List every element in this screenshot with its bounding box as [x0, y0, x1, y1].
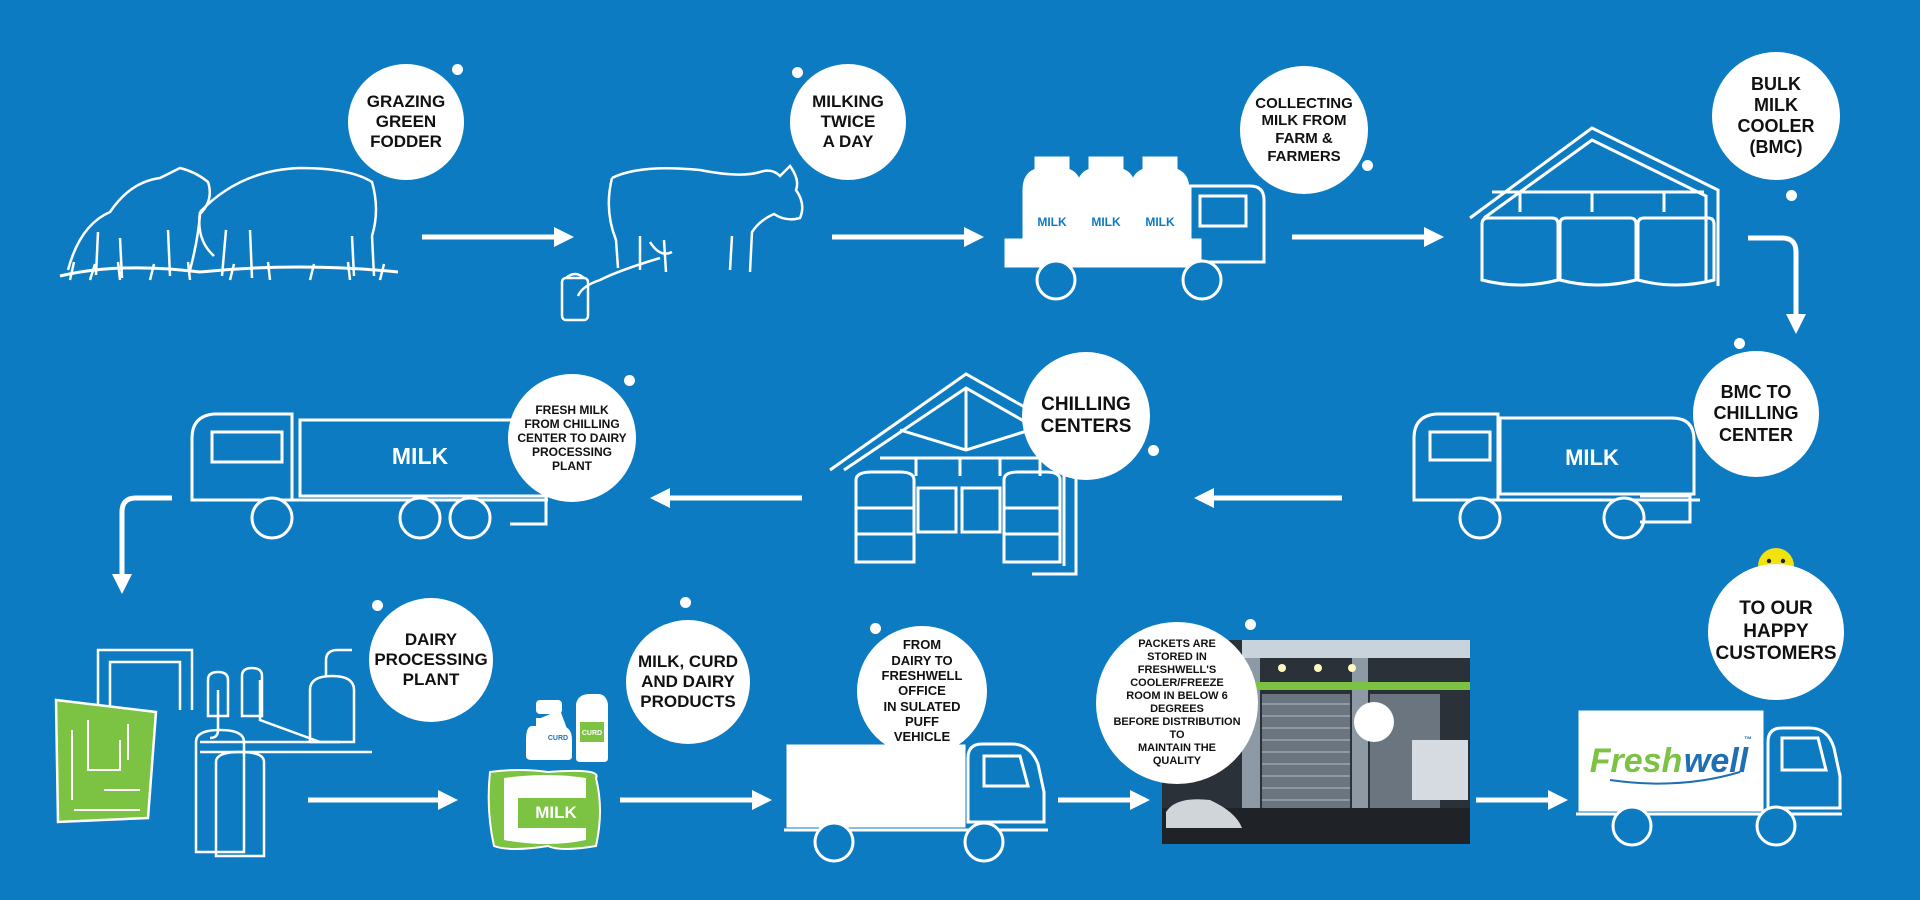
- brand-tm: ™: [1744, 735, 1752, 744]
- milk-can-label: MILK: [1091, 215, 1121, 229]
- milk-can-label: MILK: [1145, 215, 1175, 229]
- step-label: FRESH MILK FROM CHILLING CENTER TO DAIRY…: [517, 402, 627, 474]
- step-bubble-fresh-milk: FRESH MILK FROM CHILLING CENTER TO DAIRY…: [508, 374, 636, 502]
- tanker-label: MILK: [392, 443, 449, 469]
- tanker-label: MILK: [1565, 445, 1619, 470]
- accent-dot: [792, 67, 803, 78]
- accent-dot: [1245, 619, 1256, 630]
- step-label: GRAZING GREEN FODDER: [366, 91, 446, 152]
- processing-plant-icon: [96, 648, 372, 858]
- map-panel-icon: [54, 698, 158, 824]
- accent-dot: [372, 600, 383, 611]
- truck-icon: [1576, 710, 1842, 847]
- accent-dot: [680, 597, 691, 608]
- step-bubble-collecting: COLLECTING MILK FROM FARM & FARMERS: [1240, 66, 1368, 194]
- truck-icon: [784, 742, 1048, 863]
- brand-name-a: Fresh: [1590, 742, 1683, 780]
- accent-dot: [624, 375, 635, 386]
- step-bubble-milking: MILKING TWICE A DAY: [790, 64, 906, 180]
- step-bubble-storage: PACKETS ARE STORED IN FRESHWELL'S COOLER…: [1096, 622, 1258, 784]
- step-label: BMC TO CHILLING CENTER: [1713, 382, 1799, 445]
- step-bubble-chilling: CHILLING CENTERS: [1022, 352, 1150, 480]
- step-bubble-transport: FROM DAIRY TO FRESHWELL OFFICE IN SULATE…: [857, 626, 987, 756]
- accent-dot: [870, 623, 881, 634]
- accent-dot: [1148, 445, 1159, 456]
- milk-can-label: MILK: [1037, 215, 1067, 229]
- step-bubble-products: MILK, CURD AND DAIRY PRODUCTS: [626, 620, 750, 744]
- milk-can-icon: [1022, 156, 1190, 240]
- accent-dot: [1362, 160, 1373, 171]
- step-label: CHILLING CENTERS: [1040, 393, 1132, 437]
- step-bubble-dairy-plant: DAIRY PROCESSING PLANT: [369, 598, 493, 722]
- step-label: FROM DAIRY TO FRESHWELL OFFICE IN SULATE…: [881, 637, 963, 745]
- milk-packet-icon: [487, 694, 608, 850]
- packet-label: MILK: [535, 803, 577, 822]
- step-bubble-grazing: GRAZING GREEN FODDER: [348, 64, 464, 180]
- arrow-icon: [112, 495, 172, 594]
- tanker-icon: [1412, 412, 1700, 540]
- cooler-building-icon: [1469, 126, 1720, 287]
- step-bubble-customers: TO OUR HAPPY CUSTOMERS: [1708, 564, 1844, 700]
- step-label: COLLECTING MILK FROM FARM & FARMERS: [1255, 94, 1353, 165]
- step-label: TO OUR HAPPY CUSTOMERS: [1715, 598, 1837, 665]
- step-label: PACKETS ARE STORED IN FRESHWELL'S COOLER…: [1113, 638, 1241, 767]
- cow-icon: [560, 164, 804, 322]
- step-label: BULK MILK COOLER (BMC): [1737, 73, 1815, 158]
- cow-icon: [59, 166, 399, 281]
- curd-small-label: CURD: [548, 735, 568, 742]
- curd-jar-label: CURD: [582, 730, 602, 737]
- tanker-icon: [190, 412, 554, 540]
- accent-dot: [1734, 338, 1745, 349]
- step-label: DAIRY PROCESSING PLANT: [374, 629, 488, 690]
- truck-icon: [1004, 156, 1266, 301]
- step-bubble-bmc: BULK MILK COOLER (BMC): [1712, 52, 1840, 180]
- accent-dot: [1786, 190, 1797, 201]
- arrow-icon: [1748, 235, 1806, 334]
- step-bubble-bmc-to-chilling: BMC TO CHILLING CENTER: [1693, 351, 1819, 477]
- step-label: MILKING TWICE A DAY: [812, 91, 884, 152]
- brand-name-b: well: [1684, 742, 1750, 780]
- accent-dot: [452, 64, 463, 75]
- brand-swoosh: [1609, 771, 1741, 785]
- step-label: MILK, CURD AND DAIRY PRODUCTS: [637, 651, 739, 712]
